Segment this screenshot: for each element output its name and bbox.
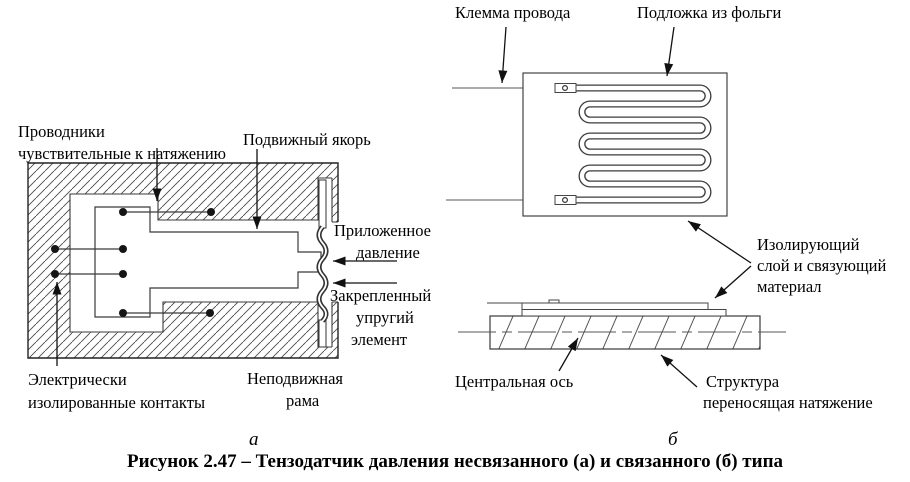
label-movable-armature: Подвижный якорь	[243, 130, 371, 149]
unbonded-gauge-diagram: Проводники чувствительные к натяжению По…	[18, 122, 431, 450]
label-elastic-element-line3: элемент	[351, 330, 407, 349]
label-fixed-frame-line2: рама	[286, 391, 320, 410]
strain-wires	[55, 211, 211, 314]
label-wire-terminal: Клемма провода	[455, 3, 571, 22]
adhesive-layer	[521, 309, 727, 317]
cavity-outline	[69, 177, 332, 348]
label-elastic-element-line1: Закрепленный	[330, 286, 431, 305]
right-leader-arrows	[498, 26, 752, 388]
side-view	[458, 299, 786, 350]
foil-substrate	[522, 72, 728, 217]
sublabel-b: б	[668, 429, 679, 450]
label-central-axis: Центральная ось	[455, 372, 574, 391]
label-fixed-frame-line1: Неподвижная	[247, 369, 343, 388]
frame-outline	[27, 162, 339, 359]
label-conductors-line2: чувствительные к натяжению	[18, 144, 226, 163]
terminal-eyelet-top	[561, 84, 568, 91]
figure-caption: Рисунок 2.47 – Тензодатчик давления несв…	[126, 451, 784, 472]
gauge-lead	[487, 299, 560, 304]
label-insulating-line2: слой и связующий	[757, 256, 886, 275]
label-conductors-line1: Проводники	[18, 122, 105, 141]
sublabel-a: а	[249, 429, 259, 450]
serpentine-trace	[554, 83, 712, 205]
elastic-diaphragm	[316, 179, 329, 348]
label-applied-pressure-line1: Приложенное	[334, 221, 431, 240]
terminal-eyelet-bottom	[561, 197, 568, 204]
label-foil-substrate: Подложка из фольги	[637, 3, 781, 22]
label-insulating-line1: Изолирующий	[757, 235, 860, 254]
label-isolated-contacts-line1: Электрически	[28, 370, 127, 389]
slot-outline	[331, 178, 338, 347]
label-isolated-contacts-line2: изолированные контакты	[28, 393, 205, 412]
contact-pins	[51, 208, 215, 317]
label-elastic-element-line2: упругий	[356, 308, 414, 327]
bonded-gauge-diagram: Клемма провода Подложка из фольги Изолир…	[446, 3, 886, 450]
left-leader-arrows	[52, 148, 397, 366]
label-strain-structure-line2: переносящая натяжение	[703, 393, 873, 412]
label-applied-pressure-line2: давление	[356, 243, 420, 262]
label-strain-structure-line1: Структура	[706, 372, 780, 391]
label-insulating-line3: материал	[757, 277, 822, 296]
bonded-gauge-layer	[521, 302, 709, 310]
